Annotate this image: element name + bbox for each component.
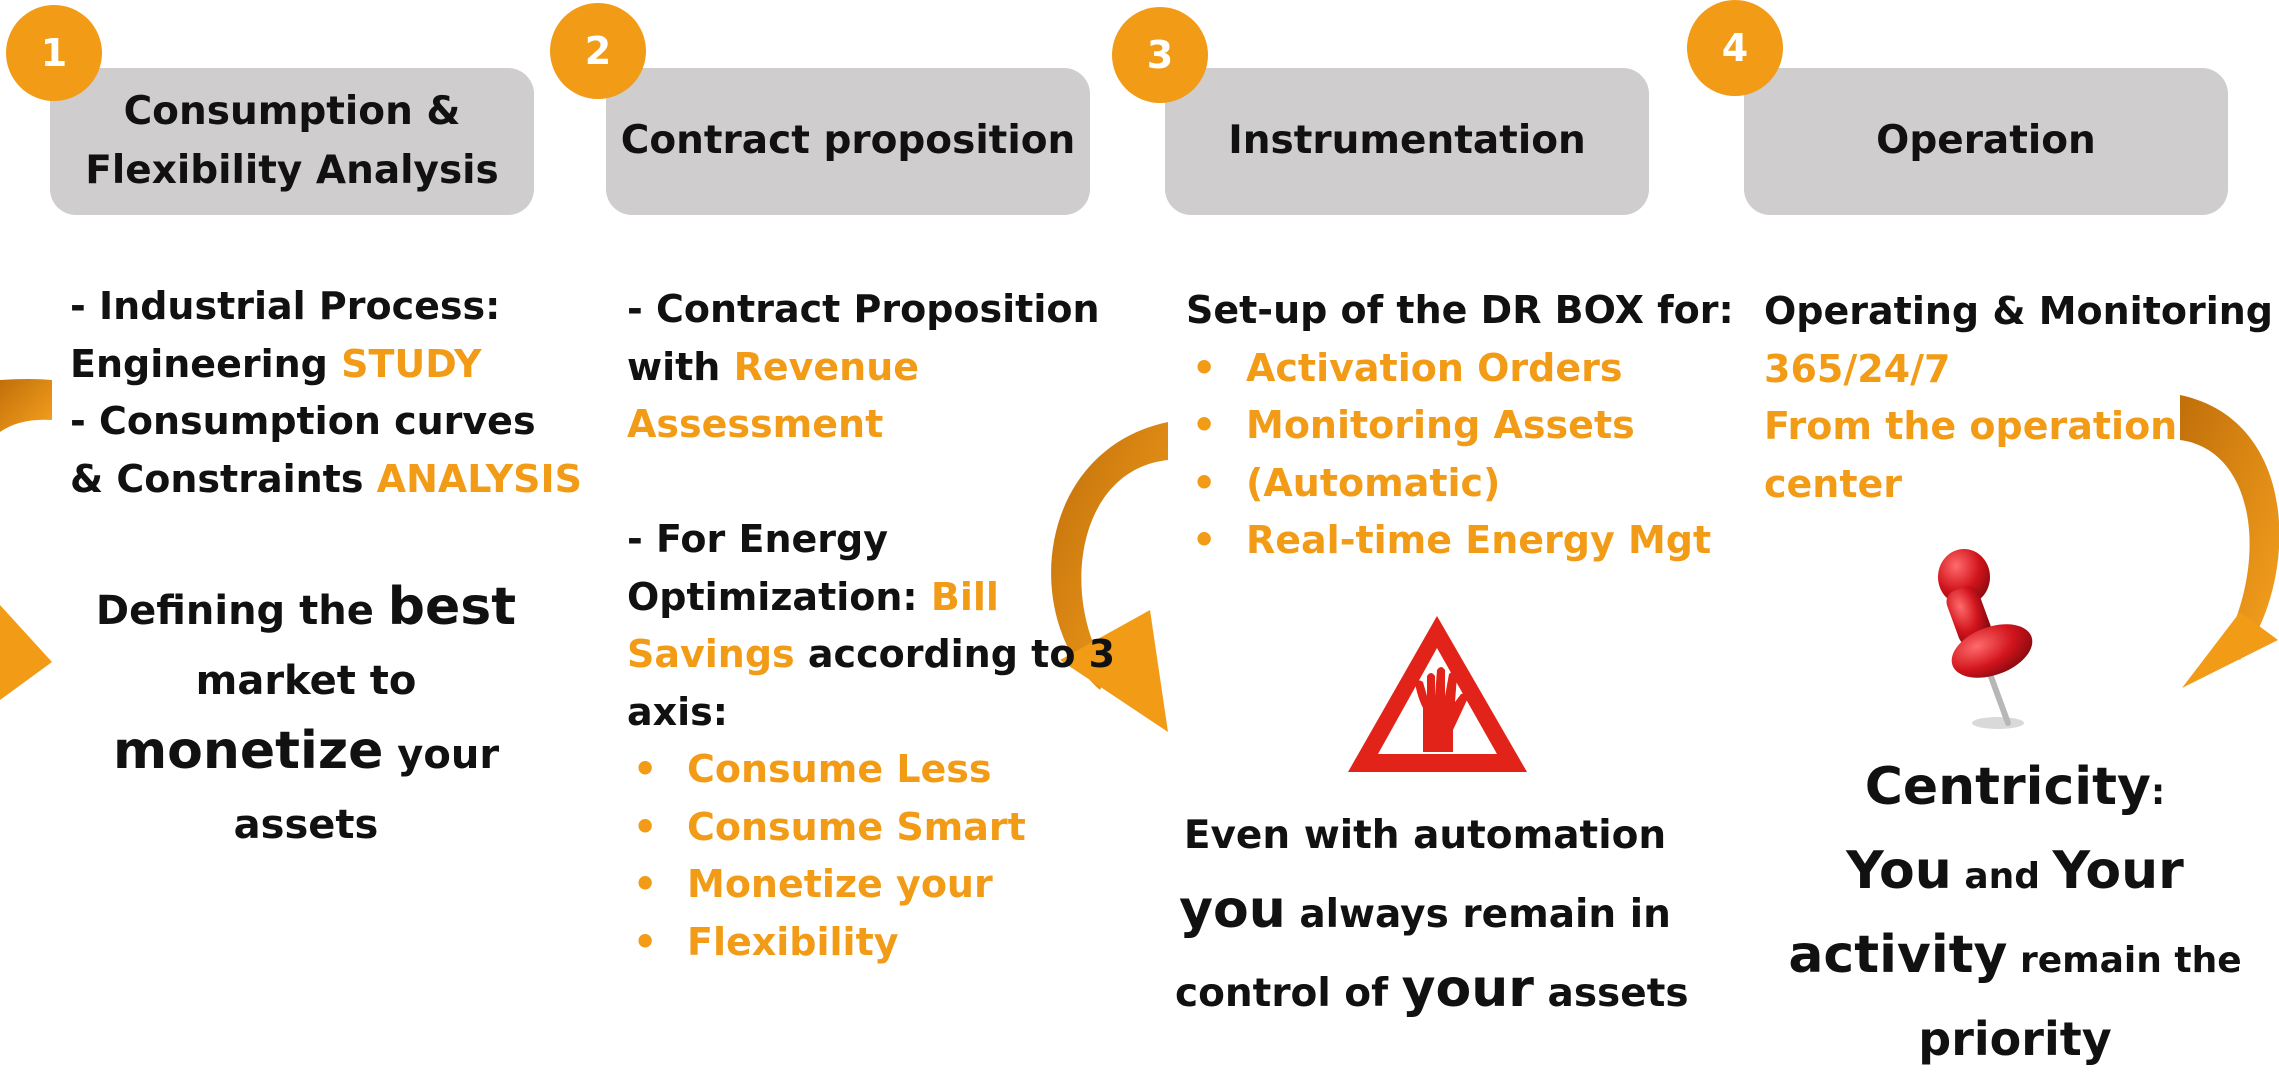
col4-centricity-text: Centricity: You and Your activity remain… (1788, 757, 2242, 1066)
left-curved-arrow (0, 379, 52, 432)
step-3-number-badge: 3 (1112, 7, 1208, 103)
list-item: Monetize your (627, 856, 1115, 914)
list-item: Activation Orders (1186, 340, 1734, 398)
col4-details: Operating & Monitoring : 365/24/7 From t… (1764, 283, 2279, 513)
right-curved-arrow (2180, 395, 2279, 660)
step-1-box: Consumption & Flexibility Analysis (50, 68, 534, 215)
list-item: Consume Smart (627, 799, 1115, 857)
col3-heading: Set-up of the DR BOX for: (1186, 288, 1734, 332)
right-arrow-head (2182, 612, 2278, 688)
col1-defining-text: Defining the best market to monetize you… (95, 577, 517, 848)
step-4-title: Operation (1876, 118, 2096, 164)
step-1-number-badge: 1 (6, 5, 102, 101)
step-4-box: Operation (1744, 68, 2228, 215)
step-1-title-line1: Consumption & (123, 89, 461, 134)
step-2-box: Contract proposition (606, 68, 1090, 215)
step-3-box: Instrumentation (1165, 68, 1649, 215)
col1-line1: - Industrial Process: (70, 284, 501, 328)
col3-bullet-list: Activation Orders Monitoring Assets (Aut… (1186, 340, 1734, 570)
col3-automation-note: Even with automation you always remain i… (1175, 813, 1689, 1019)
step-2-title: Contract proposition (620, 118, 1076, 164)
col1-details: - Industrial Process: Engineering STUDY … (70, 278, 582, 508)
push-pin-icon (1938, 549, 2033, 729)
left-arrow-head (0, 605, 52, 700)
col1-line3: - Consumption curves (70, 399, 536, 443)
step-3-title: Instrumentation (1228, 118, 1586, 164)
col2-bullet-list: Consume Less Consume Smart Monetize your… (627, 741, 1115, 971)
middle-curved-arrow (1051, 422, 1168, 690)
list-item: Real-time Energy Mgt (1186, 512, 1734, 570)
col4-heading: Operating & Monitoring : (1764, 289, 2279, 333)
step-4-number-badge: 4 (1687, 0, 1783, 96)
middle-arrow-head (1060, 610, 1168, 732)
col2-details: - Contract Proposition with Revenue Asse… (627, 281, 1115, 971)
list-item-continued: (Automatic) (1186, 455, 1734, 513)
col3-details: Set-up of the DR BOX for: Activation Ord… (1186, 282, 1734, 570)
step-1-title-line2: Flexibility Analysis (85, 147, 499, 193)
step-2-number-badge: 2 (550, 3, 646, 99)
warning-hand-icon (1348, 616, 1527, 772)
col1-line4: & Constraints ANALYSIS (70, 456, 582, 501)
flow-arrows (0, 379, 2279, 732)
list-item: Flexibility (627, 914, 1115, 972)
col1-line2: Engineering STUDY (70, 341, 482, 386)
list-item: Monitoring Assets (1186, 397, 1734, 455)
list-item: Consume Less (627, 741, 1115, 799)
